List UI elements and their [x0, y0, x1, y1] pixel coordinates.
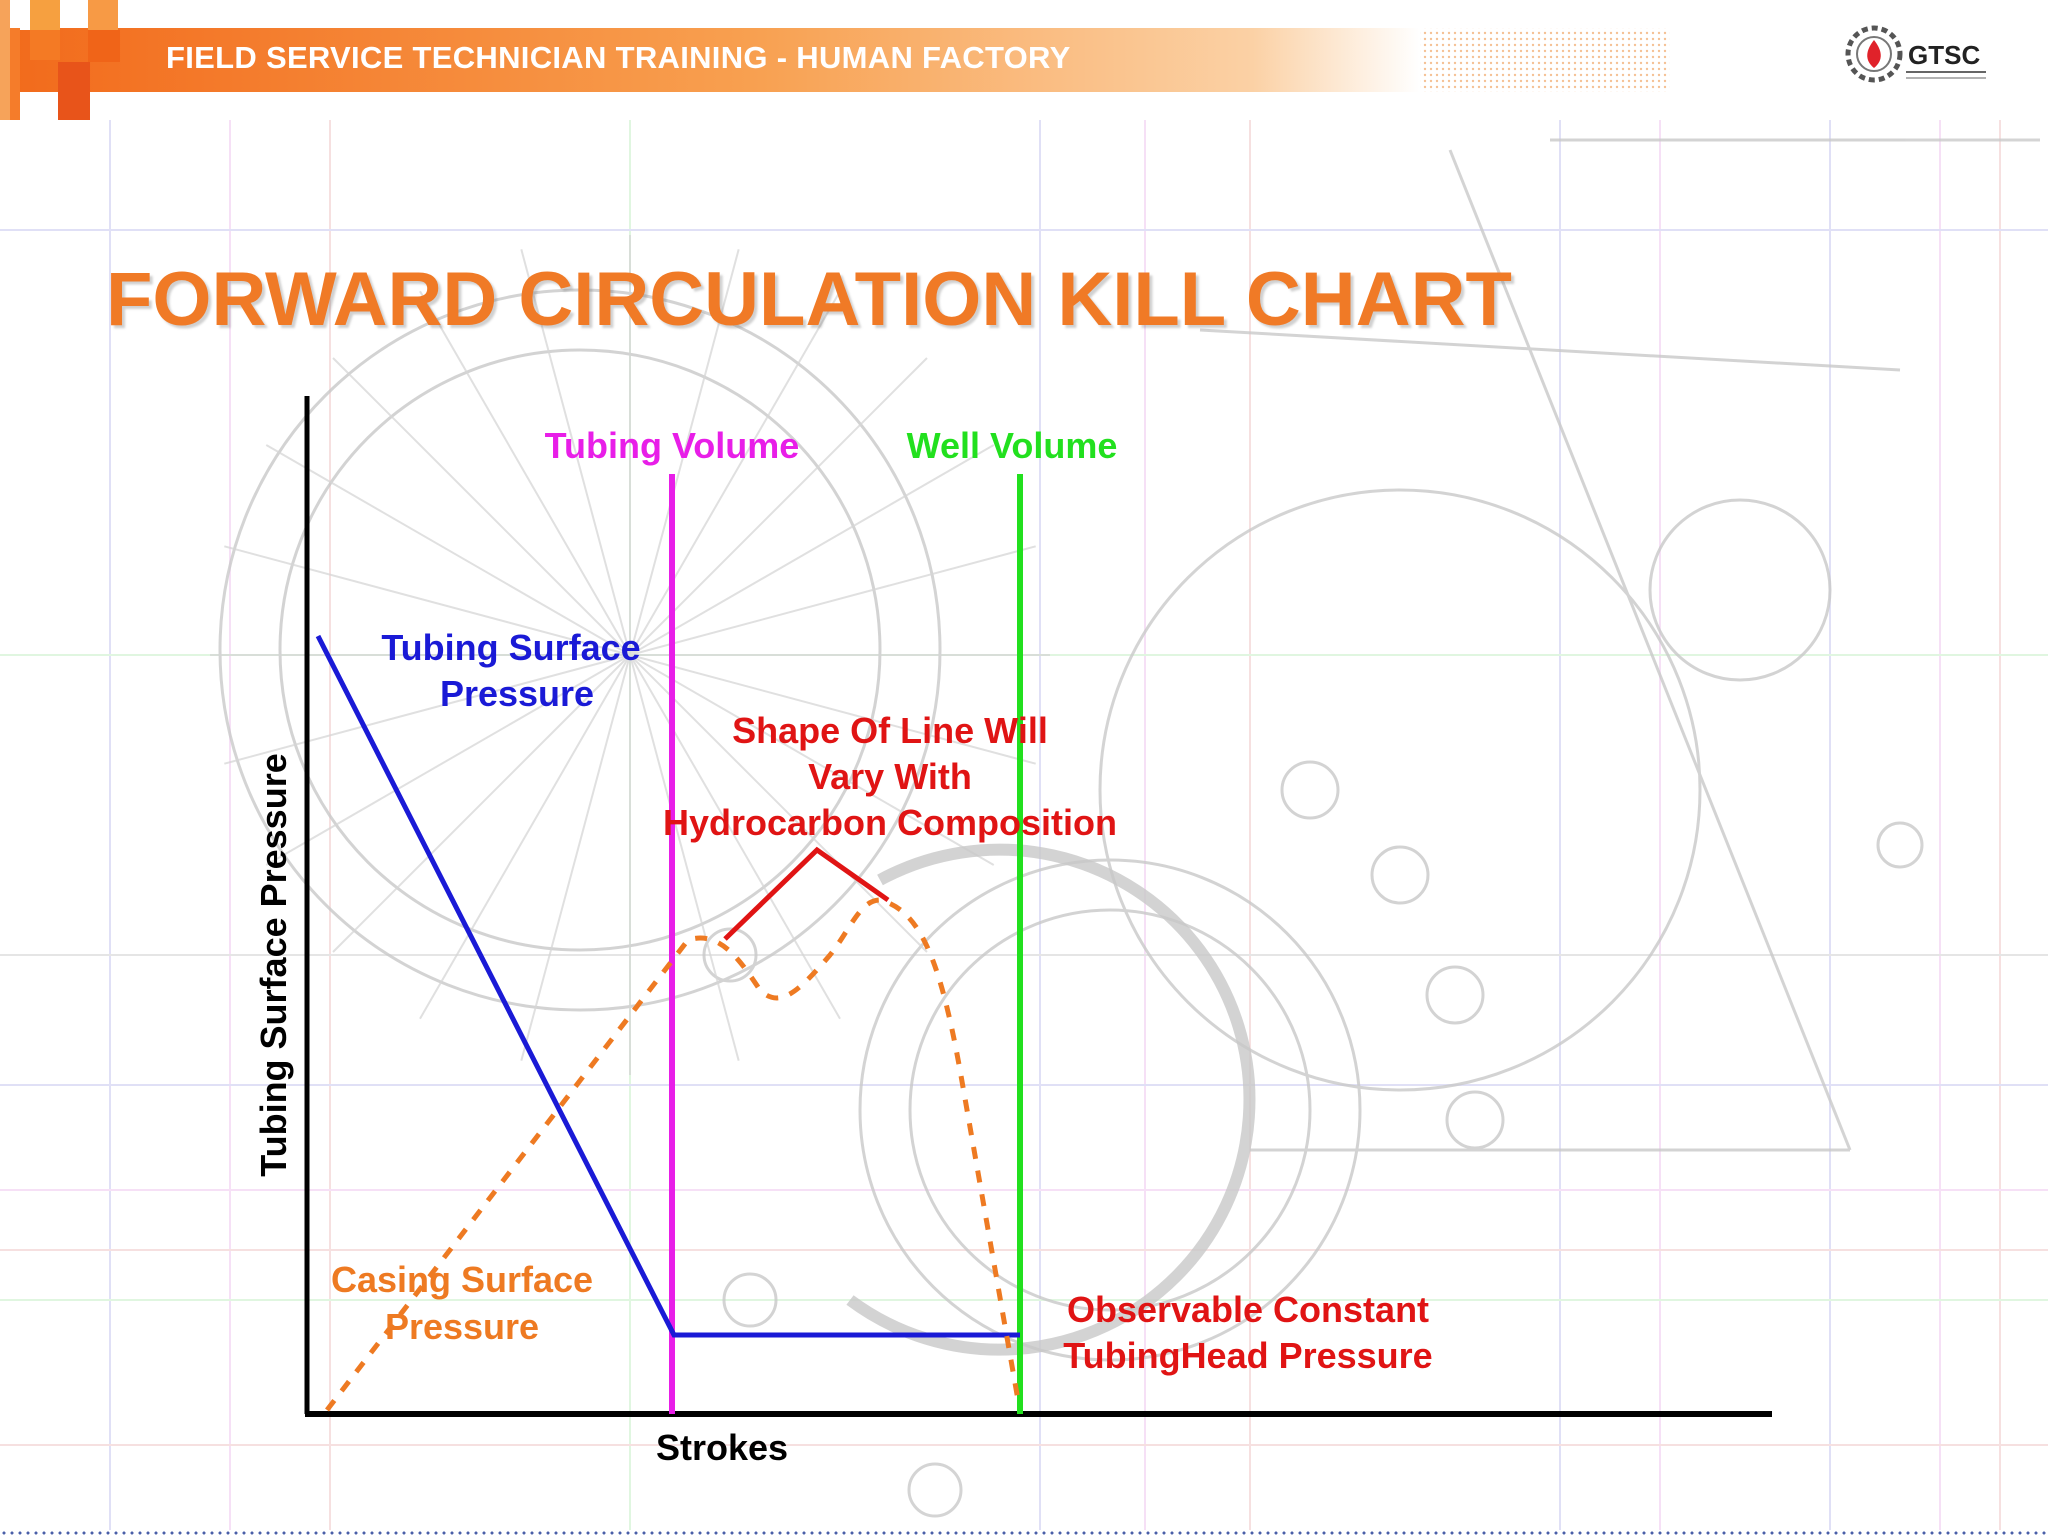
casing-surface-pressure-label-line1: Casing Surface: [331, 1259, 593, 1300]
shape-note-line2: Vary With: [808, 756, 972, 797]
casing-surface-pressure-label-line2: Pressure: [385, 1306, 539, 1347]
well-volume-label: Well Volume: [907, 425, 1118, 466]
shape-annotation-pointer: [723, 846, 890, 941]
y-axis-label: Tubing Surface Pressure: [253, 753, 294, 1176]
casing-surface-pressure-line: [325, 897, 1021, 1412]
gear-flame-logo-icon: [1836, 16, 1996, 90]
shape-note-line3: Hydrocarbon Composition: [663, 802, 1117, 843]
tubing-surface-pressure-label-line1: Tubing Surface: [381, 627, 640, 668]
logo-text: GTSC: [1908, 40, 1981, 70]
x-axis-label: Strokes: [656, 1427, 788, 1468]
constant-note-line1: Observable Constant: [1067, 1289, 1429, 1330]
constant-note-line2: TubingHead Pressure: [1063, 1335, 1432, 1376]
tubing-surface-pressure-line: [315, 634, 1020, 1338]
header-bar: [0, 0, 1670, 120]
shape-note-line1: Shape Of Line Will: [732, 710, 1048, 751]
tubing-surface-pressure-label-line2: Pressure: [440, 673, 594, 714]
bottom-dotted-border: [0, 1530, 2048, 1536]
header-title: FIELD SERVICE TECHNICIAN TRAINING - HUMA…: [166, 40, 1071, 75]
tubing-volume-label: Tubing Volume: [545, 425, 800, 466]
slide-title: FORWARD CIRCULATION KILL CHART: [106, 257, 1512, 342]
